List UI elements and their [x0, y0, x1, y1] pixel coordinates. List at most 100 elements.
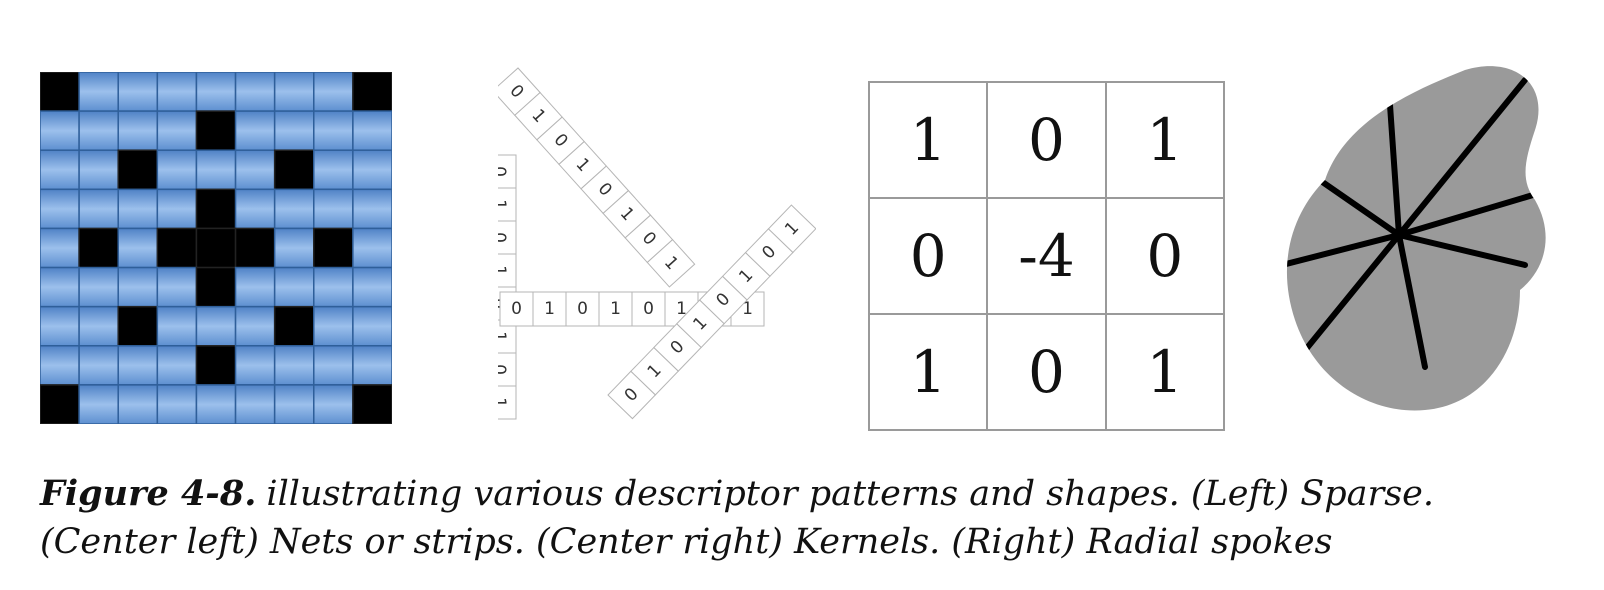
sparse-cell [313, 266, 354, 308]
sparse-cell [156, 345, 198, 386]
strip-digit: 0 [498, 364, 509, 375]
sparse-cell-dark [352, 384, 393, 425]
sparse-cell [273, 188, 315, 230]
sparse-cell-dark [195, 110, 237, 151]
sparse-cell [117, 227, 159, 269]
nets-svg: 01010101010101010101010101010101 [481, 67, 817, 420]
kernel-table: 1 0 1 0 -4 0 1 0 1 [867, 81, 1226, 431]
sparse-cell [39, 149, 80, 191]
sparse-cell [313, 149, 354, 191]
spoke-line [1396, 192, 1536, 238]
sparse-cell-dark [117, 149, 159, 191]
caption-text: illustrating various descriptor patterns… [40, 474, 1435, 562]
sparse-cell-dark [313, 227, 354, 269]
sparse-cell [273, 110, 315, 151]
sparse-cell [313, 188, 354, 230]
sparse-cell [156, 266, 198, 308]
sparse-cell [78, 305, 119, 347]
strip-cell [565, 291, 600, 327]
strip-cell [767, 204, 817, 254]
sparse-cell [234, 188, 276, 230]
strip-digit: 1 [742, 299, 753, 319]
sparse-cell [78, 188, 119, 230]
sparse-cell [313, 71, 354, 112]
strip-cell [646, 238, 696, 288]
strip-digit: 0 [577, 299, 588, 319]
sparse-cell [117, 71, 159, 112]
strip-digit: 0 [511, 299, 522, 319]
spoke-line [1396, 77, 1528, 238]
strip-digit: 0 [643, 299, 654, 319]
sparse-cell [195, 71, 237, 112]
sparse-cell-dark [273, 149, 315, 191]
sparse-cell-dark [352, 71, 393, 112]
kernel-matrix: 1 0 1 0 -4 0 1 0 1 [867, 81, 1226, 431]
sparse-cell [39, 110, 80, 151]
kernel-row: 1 0 1 [867, 313, 1226, 431]
strip-digit: 1 [498, 265, 509, 276]
sparse-cell [39, 227, 80, 269]
kernel-cell: 0 [867, 197, 989, 315]
sparse-cell [156, 110, 198, 151]
strip-digit: 1 [676, 299, 687, 319]
sparse-cell-dark [39, 384, 80, 425]
sparse-cell [78, 345, 119, 386]
sparse-cell [352, 188, 393, 230]
sparse-cell [273, 71, 315, 112]
sparse-cell [352, 110, 393, 151]
kernel-row: 1 0 1 [867, 81, 1226, 199]
sparse-cell [234, 149, 276, 191]
kernel-cell: 0 [986, 313, 1107, 431]
kernel-cell: 0 [1104, 197, 1226, 315]
kernel-row: 0 -4 0 [867, 197, 1226, 315]
strip-digit: 1 [544, 299, 555, 319]
sparse-cell-dark [78, 227, 119, 269]
spoke-line [1396, 232, 1428, 370]
sparse-cell [117, 384, 159, 425]
sparse-cell [234, 384, 276, 425]
sparse-cell [273, 227, 315, 269]
strip-cell [499, 291, 534, 327]
radial-spokes-figure [1285, 60, 1585, 430]
sparse-cell [234, 305, 276, 347]
strip-digit: 1 [498, 199, 509, 210]
sparse-cell [156, 384, 198, 425]
sparse-cell [195, 384, 237, 425]
sparse-cell [234, 110, 276, 151]
kernel-cell: 1 [1104, 313, 1226, 431]
sparse-cell [352, 227, 393, 269]
sparse-cell-dark [195, 227, 237, 269]
sparse-cell [78, 266, 119, 308]
spoke-line [1286, 232, 1402, 275]
sparse-cell [117, 345, 159, 386]
figure-caption: Figure 4-8.illustrating various descript… [40, 470, 1580, 566]
sparse-cell [156, 149, 198, 191]
spoke-line [1387, 102, 1402, 238]
strip-digit: 1 [498, 331, 509, 342]
sparse-cell [78, 71, 119, 112]
strip-digit: 1 [498, 397, 509, 408]
spokes-svg [1286, 66, 1546, 411]
kernel-cell: -4 [986, 197, 1107, 315]
sparse-cell [78, 384, 119, 425]
sparse-cell [313, 110, 354, 151]
sparse-cell-dark [195, 345, 237, 386]
strip-cell [631, 291, 666, 327]
sparse-cell [195, 305, 237, 347]
sparse-cell [156, 305, 198, 347]
sparse-grid-svg [39, 71, 393, 425]
strip-digit: 0 [498, 166, 509, 177]
sparse-cell [273, 384, 315, 425]
sparse-cell [313, 384, 354, 425]
sparse-cell [117, 266, 159, 308]
kernel-cell: 1 [867, 313, 989, 431]
sparse-cell [234, 345, 276, 386]
sparse-cell-dark [234, 227, 276, 269]
sparse-cell [78, 149, 119, 191]
sparse-cell [352, 149, 393, 191]
strip-digit: 1 [610, 299, 621, 319]
sparse-cell-dark [156, 227, 198, 269]
sparse-cell [313, 305, 354, 347]
